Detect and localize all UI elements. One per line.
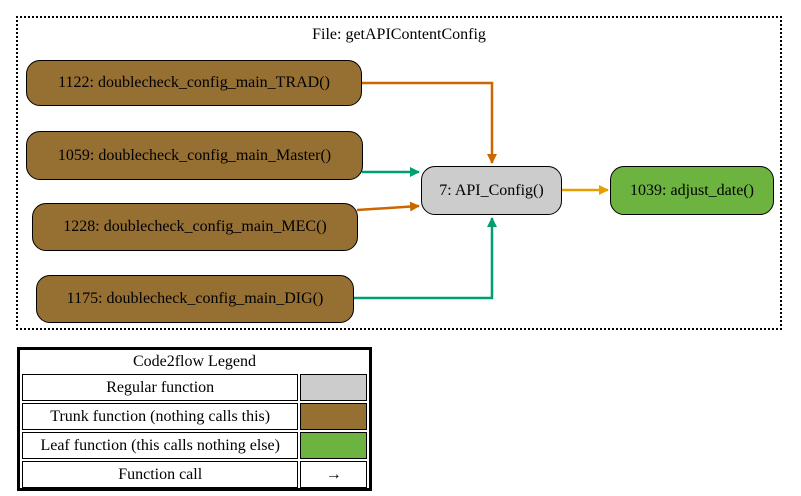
regular-swatch — [300, 374, 367, 401]
legend-label: Function call — [22, 461, 299, 488]
arrow-icon: → — [300, 461, 367, 488]
node-doublecheck-config-main-master[interactable]: 1059: doublecheck_config_main_Master() — [26, 131, 363, 180]
legend-label: Leaf function (this calls nothing else) — [22, 432, 299, 459]
legend-row-call: Function call → — [22, 461, 367, 488]
legend-label: Trunk function (nothing calls this) — [22, 403, 299, 430]
node-label: 7: API_Config() — [439, 181, 544, 199]
node-doublecheck-config-main-trad[interactable]: 1122: doublecheck_config_main_TRAD() — [26, 60, 362, 106]
node-doublecheck-config-main-mec[interactable]: 1228: doublecheck_config_main_MEC() — [32, 203, 358, 251]
legend-table: Regular function Trunk function (nothing… — [22, 374, 367, 490]
node-api-config[interactable]: 7: API_Config() — [421, 166, 562, 215]
legend-title: Code2flow Legend — [132, 353, 257, 370]
legend-row-regular: Regular function — [22, 374, 367, 401]
node-label: 1228: doublecheck_config_main_MEC() — [63, 218, 327, 235]
node-label: 1059: doublecheck_config_main_Master() — [57, 146, 332, 164]
file-cluster: File: getAPIContentConfig — [16, 16, 782, 330]
node-doublecheck-config-main-dig[interactable]: 1175: doublecheck_config_main_DIG() — [36, 275, 354, 323]
legend-label: Regular function — [22, 374, 299, 401]
node-label: 1175: doublecheck_config_main_DIG() — [66, 290, 324, 307]
node-label: 1039: adjust_date() — [630, 181, 754, 199]
node-label: 1122: doublecheck_config_main_TRAD() — [58, 74, 330, 91]
legend-row-trunk: Trunk function (nothing calls this) — [22, 403, 367, 430]
cluster-title: File: getAPIContentConfig — [312, 26, 486, 43]
trunk-swatch — [300, 403, 367, 430]
legend-row-leaf: Leaf function (this calls nothing else) — [22, 432, 367, 459]
leaf-swatch — [300, 432, 367, 459]
legend: Code2flow Legend Regular function Trunk … — [17, 347, 372, 491]
node-adjust-date[interactable]: 1039: adjust_date() — [610, 166, 774, 215]
